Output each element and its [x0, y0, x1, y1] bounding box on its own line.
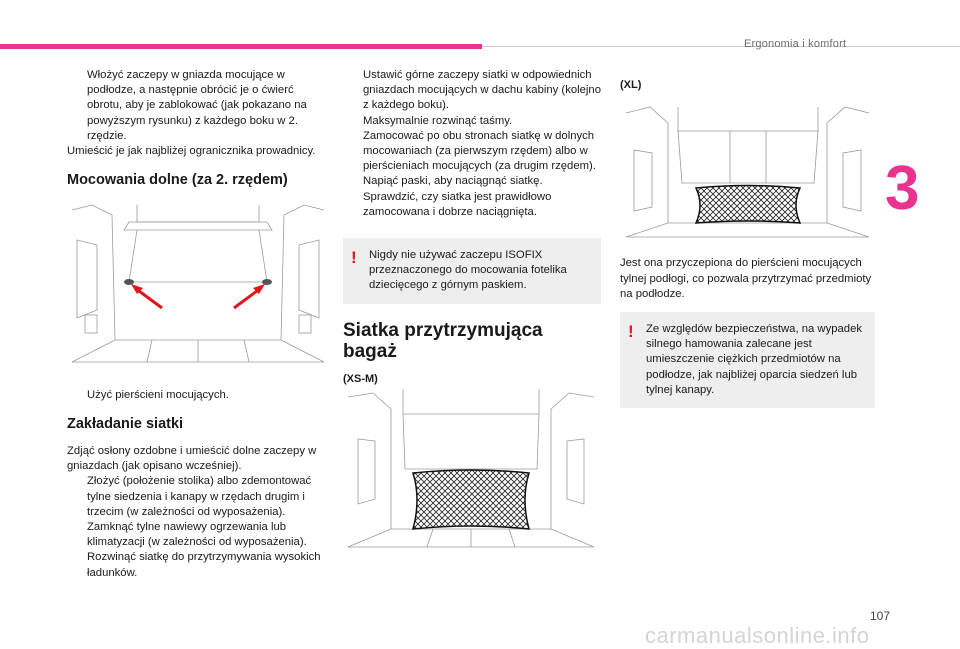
- list-item: Zamocować po obu stronach siatkę w dolny…: [343, 129, 601, 175]
- illustration-net-xl: [625, 106, 870, 238]
- warning-icon: !: [351, 248, 357, 268]
- install-intro: Zdjąć osłony ozdobne i umieścić dolne za…: [67, 445, 317, 473]
- list-item: Napiąć paski, aby naciągnąć siatkę.: [343, 174, 601, 189]
- list-item: Zamknąć tylne nawiewy ogrzewania lub kli…: [67, 520, 329, 550]
- figure-net-xs-m: [343, 388, 601, 555]
- heading-luggage-net: Siatka przytrzymująca bagaż: [343, 319, 543, 362]
- warning-icon: !: [628, 322, 634, 342]
- column-left: Włożyć zaczepy w gniazda mocujące w podł…: [67, 68, 329, 581]
- header-rule: [482, 46, 960, 47]
- figure-label-xs-m: (XS-M): [343, 372, 378, 385]
- rings-bullet-text: Użyć pierścieni mocujących.: [87, 388, 229, 401]
- install-bullet-text: Zamknąć tylne nawiewy ogrzewania lub kli…: [87, 521, 307, 549]
- bullet-text: Ustawić górne zaczepy siatki w odpowiedn…: [363, 69, 601, 112]
- figure-lower-anchors: [67, 200, 329, 378]
- heading-install-net: Zakładanie siatki: [67, 415, 184, 432]
- illustration-net-xs-m: [347, 388, 595, 548]
- column-right: (XL) Jest ona przyczepiona do pierśc: [620, 68, 875, 409]
- figure-net-xl: [620, 95, 875, 247]
- warning-text: Nigdy nie używać zaczepu ISOFIX przeznac…: [369, 249, 567, 292]
- heading-lower-anchors: Mocowania dolne (za 2. rzędem): [67, 172, 288, 189]
- column-middle: Ustawić górne zaczepy siatki w odpowiedn…: [343, 68, 601, 564]
- intro-bullet-text: Włożyć zaczepy w gniazda mocujące w podł…: [87, 69, 307, 142]
- net-description: Jest ona przyczepiona do pierścieni mocu…: [620, 257, 872, 300]
- chapter-number: 3: [885, 154, 920, 223]
- page-number: 107: [870, 609, 891, 623]
- figure-label-xl: (XL): [620, 79, 642, 91]
- bullet-text: Zamocować po obu stronach siatkę w dolny…: [363, 129, 596, 173]
- list-item: Użyć pierścieni mocujących.: [67, 388, 329, 403]
- list-item: Sprawdzić, czy siatka jest prawidłowo za…: [343, 190, 601, 220]
- illustration-floor-rings: [71, 204, 325, 363]
- list-item: Ustawić górne zaczepy siatki w odpowiedn…: [343, 68, 601, 114]
- intro-note: Umieścić je jak najbliżej ogranicznika p…: [67, 145, 316, 158]
- warning-text: Ze względów bezpieczeństwa, na wypadek s…: [646, 323, 863, 396]
- list-item: Maksymalnie rozwinąć taśmy.: [343, 114, 601, 129]
- section-title: Ergonomia i komfort: [744, 38, 847, 50]
- list-item: Złożyć (położenie stolika) albo zdemonto…: [67, 474, 329, 520]
- install-bullet-text: Rozwinąć siatkę do przytrzymywania wysok…: [87, 551, 321, 579]
- list-item: Rozwinąć siatkę do przytrzymywania wysok…: [67, 550, 329, 580]
- header-accent-bar: [0, 44, 482, 49]
- install-bullet-text: Złożyć (położenie stolika) albo zdemonto…: [87, 475, 312, 518]
- list-item: Włożyć zaczepy w gniazda mocujące w podł…: [67, 68, 329, 144]
- bullet-text: Napiąć paski, aby naciągnąć siatkę.: [363, 175, 543, 188]
- bullet-text: Sprawdzić, czy siatka jest prawidłowo za…: [363, 190, 552, 218]
- bullet-text: Maksymalnie rozwinąć taśmy.: [363, 114, 513, 127]
- watermark: carmanualsonline.info: [645, 623, 870, 648]
- warning-box: ! Ze względów bezpieczeństwa, na wypadek…: [620, 312, 875, 409]
- warning-box: ! Nigdy nie używać zaczepu ISOFIX przezn…: [343, 238, 601, 304]
